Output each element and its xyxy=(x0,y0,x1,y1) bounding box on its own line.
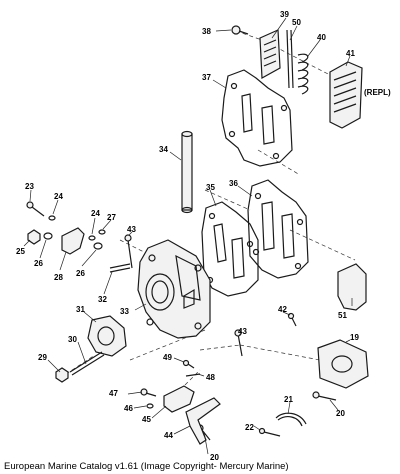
callout-45: 45 xyxy=(142,415,151,424)
part-45-block xyxy=(163,385,195,413)
part-39-reed-stop xyxy=(259,29,281,79)
callout-26-b: 26 xyxy=(76,269,85,278)
callout-43-a: 43 xyxy=(127,225,136,234)
part-31-flange xyxy=(87,315,127,357)
callout-25: 25 xyxy=(16,247,25,256)
callout-39: 39 xyxy=(280,10,289,19)
part-20-screw-a xyxy=(312,391,337,401)
callout-44: 44 xyxy=(164,431,173,440)
part-34-tube xyxy=(181,130,193,214)
callout-23: 23 xyxy=(25,182,34,191)
part-30-long-bolt xyxy=(69,351,105,376)
callout-50: 50 xyxy=(292,18,301,27)
callout-19: 19 xyxy=(350,333,359,342)
part-26-washer-a xyxy=(43,232,53,240)
callout-20-b: 20 xyxy=(210,453,219,462)
callout-42: 42 xyxy=(278,305,287,314)
part-36-plate xyxy=(247,179,309,279)
part-26-washer-b xyxy=(93,242,103,250)
part-47-screw xyxy=(140,388,157,397)
callout-51: 51 xyxy=(338,311,347,320)
part-46-washer xyxy=(146,403,154,409)
callout-49: 49 xyxy=(163,353,172,362)
callout-35: 35 xyxy=(206,183,215,192)
callout-labels: 38 39 50 40 41 (REPL) 37 34 35 36 23 24 … xyxy=(16,10,391,462)
callout-47: 47 xyxy=(109,389,118,398)
part-44-lever xyxy=(185,397,221,445)
callout-40: 40 xyxy=(317,33,326,42)
part-48-pin xyxy=(185,373,201,377)
part-21-clamp xyxy=(275,412,307,427)
callout-32: 32 xyxy=(98,295,107,304)
part-37-gasket xyxy=(221,69,293,167)
part-19-housing xyxy=(317,339,369,389)
part-42-screw xyxy=(287,312,297,327)
part-32-stud xyxy=(109,263,131,273)
part-49-screw xyxy=(182,359,195,369)
part-41-reed-block xyxy=(329,61,363,129)
callout-22: 22 xyxy=(245,423,254,432)
callout-36: 36 xyxy=(229,179,238,188)
callout-30: 30 xyxy=(68,335,77,344)
part-23-screw xyxy=(26,201,45,217)
leader-lines xyxy=(23,17,353,455)
callout-28: 28 xyxy=(54,273,63,282)
alignment-lines xyxy=(59,30,356,386)
part-24-washer-a xyxy=(48,215,56,221)
callout-38: 38 xyxy=(202,27,211,36)
part-27-washer xyxy=(98,229,106,235)
part-50-pin xyxy=(286,29,294,89)
callout-27: 27 xyxy=(107,213,116,222)
callout-37: 37 xyxy=(202,73,211,82)
part-28-bracket xyxy=(61,227,85,255)
callout-34: 34 xyxy=(159,145,168,154)
callout-31: 31 xyxy=(76,305,85,314)
callout-41: 41 xyxy=(346,49,355,58)
callout-20-a: 20 xyxy=(336,409,345,418)
part-24-washer-b xyxy=(88,235,96,241)
image-caption: European Marine Catalog v1.61 (Image Cop… xyxy=(4,461,289,472)
part-43-bolt-a xyxy=(124,234,133,269)
callout-24-a: 24 xyxy=(54,192,63,201)
part-38-screw xyxy=(231,25,249,35)
callout-24-b: 24 xyxy=(91,209,100,218)
callout-33: 33 xyxy=(120,307,129,316)
callout-21: 21 xyxy=(284,395,293,404)
callout-46: 46 xyxy=(124,404,133,413)
callout-26-a: 26 xyxy=(34,259,43,268)
part-33-body xyxy=(137,239,211,339)
callout-29: 29 xyxy=(38,353,47,362)
part-25-nut xyxy=(27,229,41,245)
part-22-screw xyxy=(258,427,281,437)
callout-48: 48 xyxy=(206,373,215,382)
part-29-nut xyxy=(55,367,69,383)
callout-43-b: 43 xyxy=(238,327,247,336)
part-40-reeds xyxy=(297,53,309,95)
callout-repl: (REPL) xyxy=(364,88,391,97)
part-51-bracket xyxy=(337,263,367,311)
